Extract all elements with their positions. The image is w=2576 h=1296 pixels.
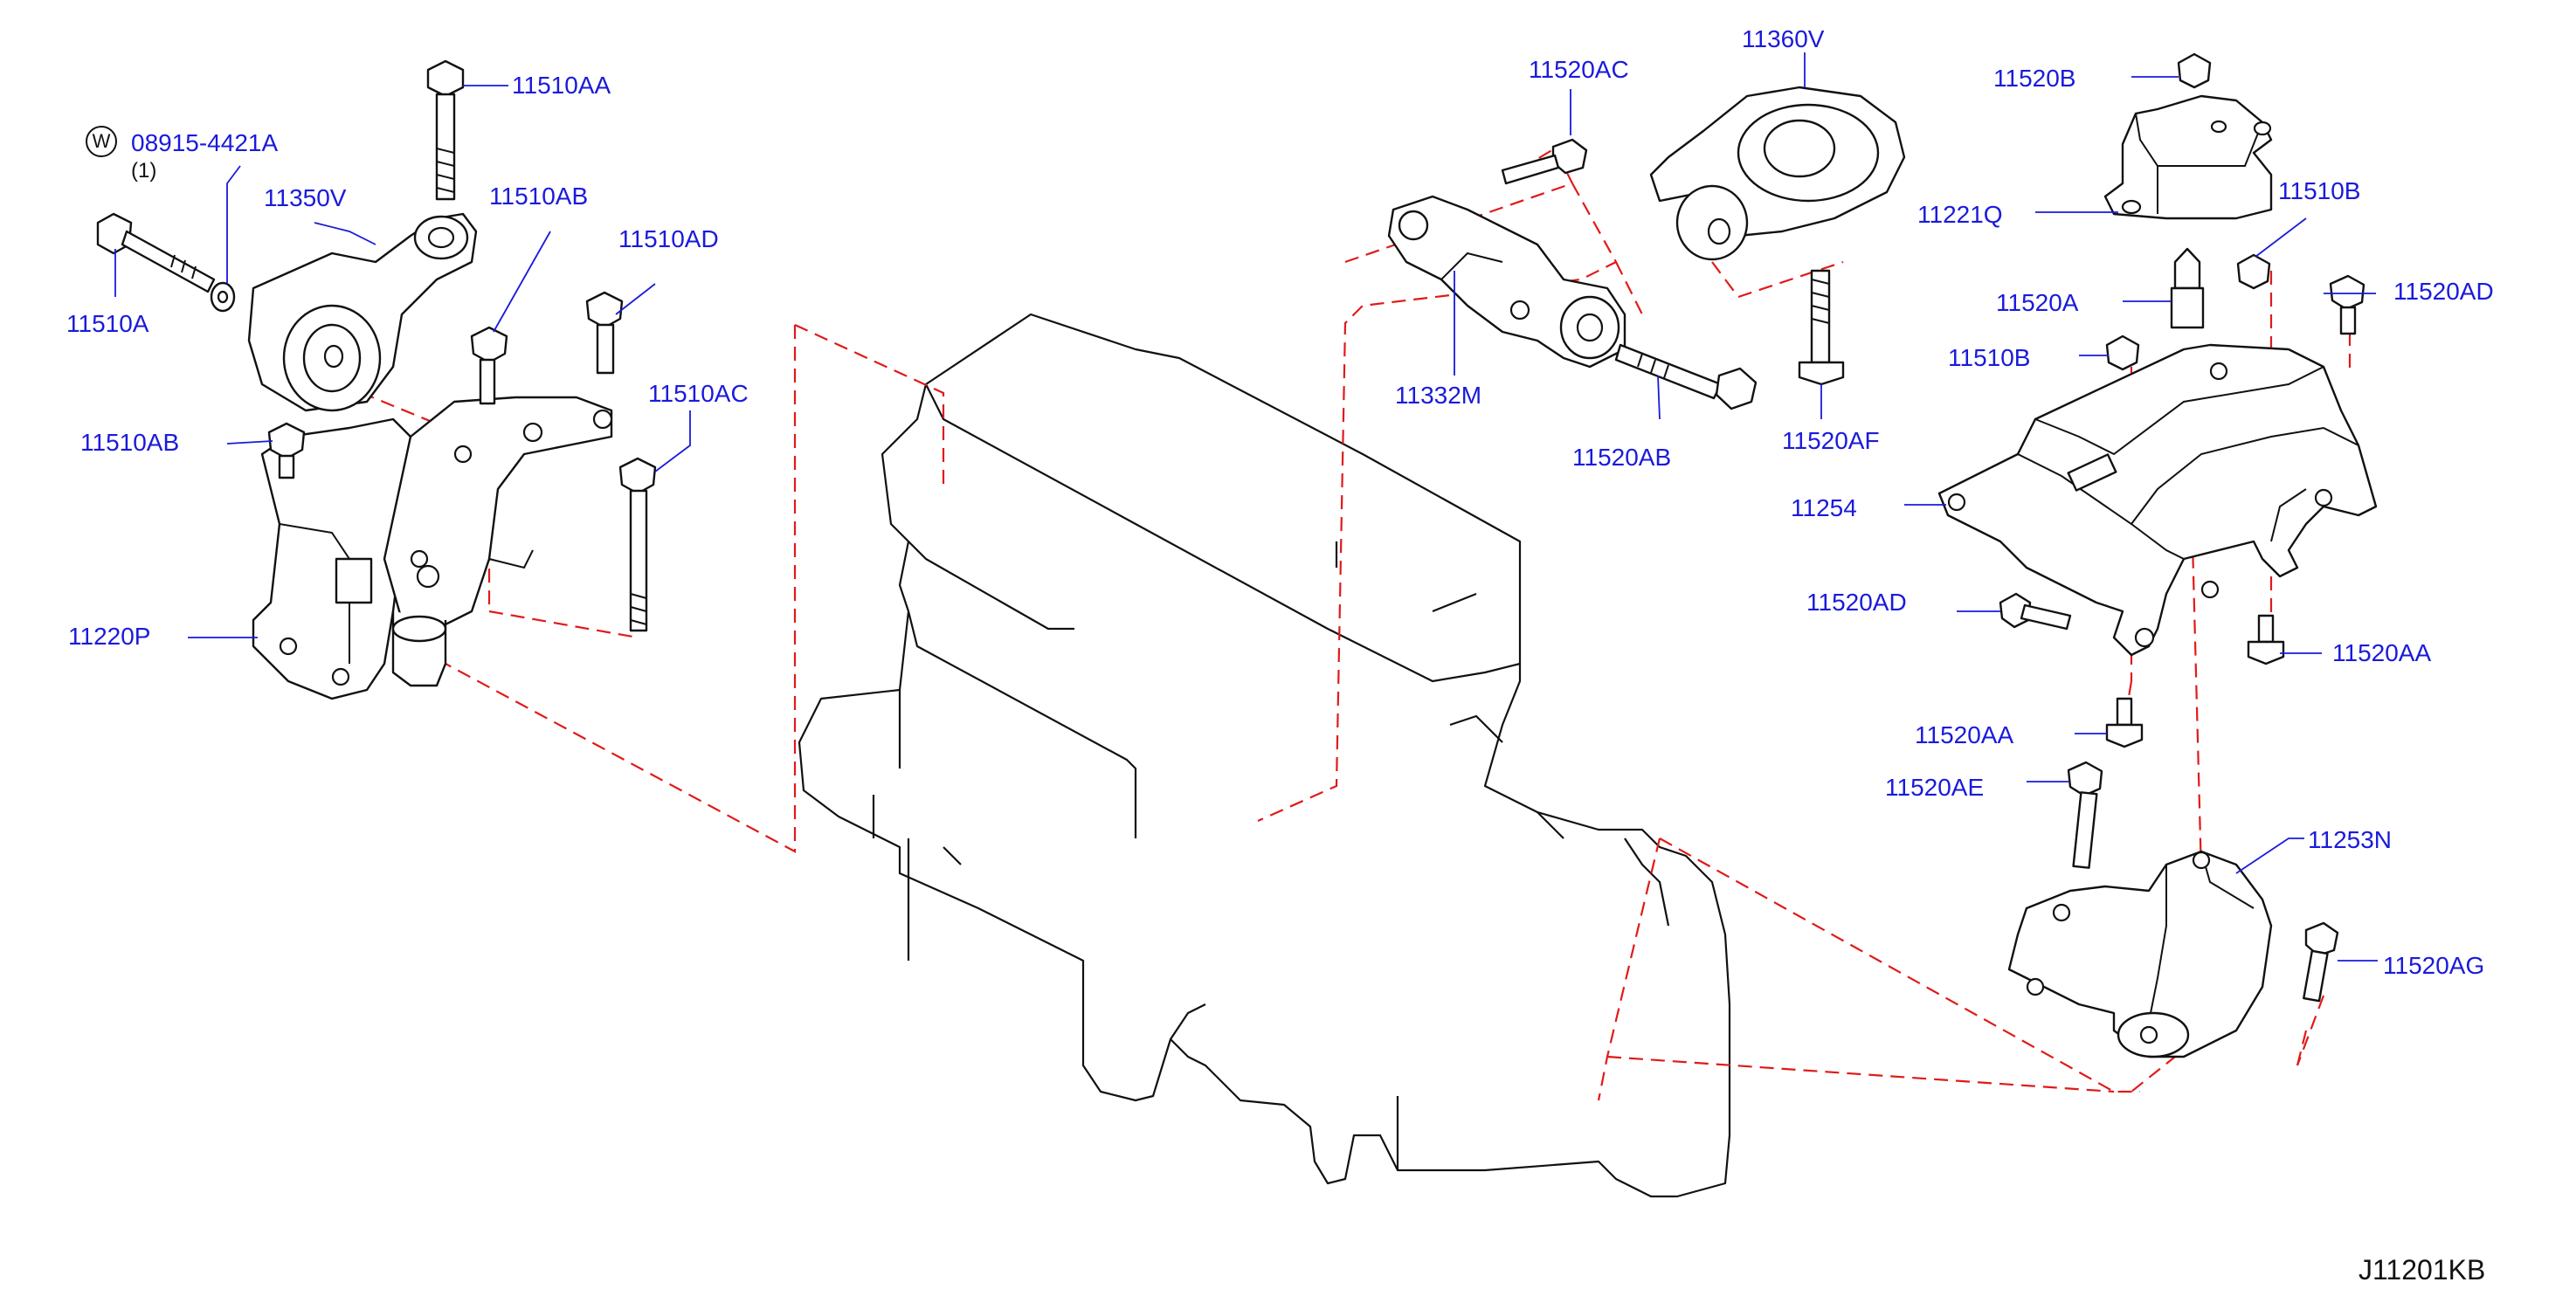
label-11520aa-lower: 11520AA [1915,721,2014,748]
bolt-11510ad-left [585,291,624,375]
bracket-11220p [252,396,613,700]
bolt-11520ag [2303,921,2339,1003]
label-11520ae: 11520AE [1885,774,1985,801]
stud-11520a [2170,247,2205,329]
label-11332m: 11332M [1395,382,1482,409]
label-11350v: 11350V [264,184,347,211]
bolt-11520ab-center [1614,343,1758,410]
mount-11350v [247,212,478,412]
mount-11221q [2103,94,2273,220]
bolt-11520ad-lower [1999,592,2072,631]
label-11253n: 11253N [2308,826,2393,853]
bolt-11520aa-lower [2105,697,2144,748]
label-11510aa: 11510AA [512,72,611,99]
label-11520ab-center: 11520AB [1572,444,1672,471]
label-11520af: 11520AF [1782,427,1880,454]
label-11510ab-top: 11510AB [489,183,589,210]
bolt-11510aa [426,59,465,201]
diagram-code: J11201KB [2358,1254,2486,1286]
bracket-11254 [1937,343,2378,657]
mount-11253n [2007,850,2273,1058]
label-11510a: 11510A [66,310,149,337]
bolt-11510ac [618,457,657,632]
label-11510b-mid: 11510B [1948,344,2031,371]
nut-11510b-mid [2105,334,2140,371]
bolt-11510a [96,212,216,293]
bolt-11520ad-right [2329,274,2365,335]
bolt-11520af [1798,269,1845,386]
label-11510b-top: 11510B [2278,177,2361,204]
washer-08915-4421a [210,281,236,313]
label-11510ab-left: 11510AB [80,429,180,456]
label-11221q: 11221Q [1917,201,2003,228]
label-11520ag: 11520AG [2383,952,2485,979]
bolt-11520ae [2067,761,2103,869]
label-11510ac: 11510AC [648,380,749,407]
bolt-11520ac [1501,138,1588,185]
label-11520aa-right: 11520AA [2332,639,2432,666]
bolt-11510ab-left [267,422,306,479]
nut-11520b [2177,52,2212,89]
label-11220p: 11220P [68,623,151,650]
label-11254: 11254 [1791,494,1857,521]
label-08915-4421a: 08915-4421A [131,129,279,156]
label-08915-4421a-quantity: (1) [131,159,157,183]
mount-11360v [1649,86,1906,261]
label-11520ad-lower: 11520AD [1806,589,1907,616]
engine-outline [798,313,1731,1198]
label-11520ad-right: 11520AD [2393,278,2494,305]
bolt-11510ab-upper [470,326,508,405]
rod-11332m [1387,195,1626,369]
label-11360v: 11360V [1742,25,1825,52]
label-leader-lines [114,52,2378,962]
label-11510ad-left: 11510AD [618,225,719,252]
washer-symbol-badge: W [86,126,117,157]
label-11520ac: 11520AC [1529,56,1629,83]
label-11520a: 11520A [1996,289,2079,316]
label-11520b: 11520B [1993,65,2076,92]
nut-11510b-top [2236,253,2271,290]
bolt-11520aa-right [2247,614,2285,665]
